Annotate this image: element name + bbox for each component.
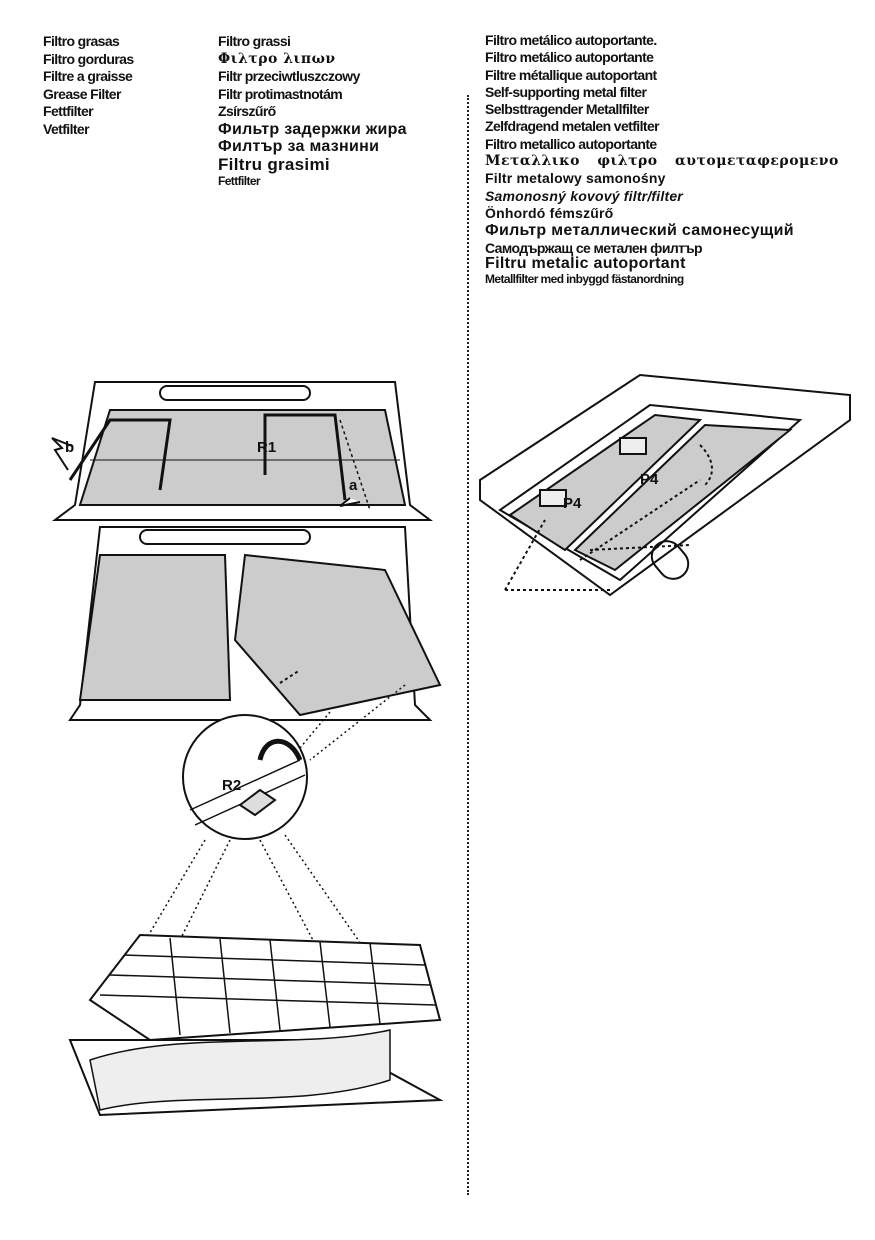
label-a: a [349,477,358,494]
text-line: Фильтр задержки жира [218,120,407,138]
text-line: Самодържащ се метален филтър [485,239,703,256]
text-line: Self-supporting metal filter [485,83,647,100]
filter-grid-exploded-figure [68,933,444,1117]
text-line: Filtr metalowy samonośny [485,170,666,187]
hood-underside-figure [479,373,851,597]
metal-filter-labels-right: Filtro metálico autoportante. Filtro met… [485,32,839,288]
clip-detail-figure [109,714,401,1011]
label-p4-top: P4 [640,471,659,488]
text-line: Metallfilter med inbyggd fästanordning [485,271,684,286]
label-b: b [65,439,74,456]
text-line: Vetfilter [43,120,90,137]
text-line: Fettfilter [218,174,261,188]
text-line: Filtro grassi [218,33,291,49]
label-r2: R2 [222,777,241,794]
column-divider [467,95,469,1195]
text-line: Filtru grasimi [218,154,330,174]
text-line: Filtr przeciwtluszczowy [218,68,360,84]
text-line: Фильтр металлический самонесущий [485,222,794,240]
text-line: Filtro gorduras [43,50,134,67]
grease-filter-labels-left: Filtro grasas Filtro gorduras Filtre a g… [43,33,134,138]
text-line: Zelfdragend metalen vetfilter [485,118,660,135]
text-line: Fettfilter [43,103,94,119]
text-line: Filtro grasas [43,33,120,49]
text-line: Filtr protimastnotám [218,85,343,102]
text-line: Grease Filter [43,85,121,102]
text-line: Filtro metálico autoportante [485,49,654,66]
label-r1: R1 [257,439,276,456]
text-line: Filtro metálico autoportante. [485,32,657,48]
text-line: Filtre métallique autoportant [485,66,657,83]
text-line: Selbsttragender Metallfilter [485,101,649,118]
text-line: Филтър за мазнини [218,138,380,155]
hood-filter-removal-figure [51,381,433,521]
text-line: Filtru metalic autoportant [485,254,686,272]
text-line: Φιλτρο λιπων [218,50,336,67]
filter-tilt-figure [68,526,442,761]
text-line: Filtre a graisse [43,68,133,84]
text-line: Μεταλλικο φιλτρο αυτομεταφερομενο [485,153,839,170]
text-line: Filtro metallico autoportante [485,135,657,152]
grease-filter-labels-middle: Filtro grassi Φιλτρο λιπων Filtr przeciw… [218,33,407,191]
text-line: Önhordó fémszűrő [485,204,614,221]
text-line: Zsírszűrő [218,103,276,119]
text-line: Samonosný kovový filtr/filter [485,187,683,204]
label-p4-bottom: P4 [563,495,582,512]
